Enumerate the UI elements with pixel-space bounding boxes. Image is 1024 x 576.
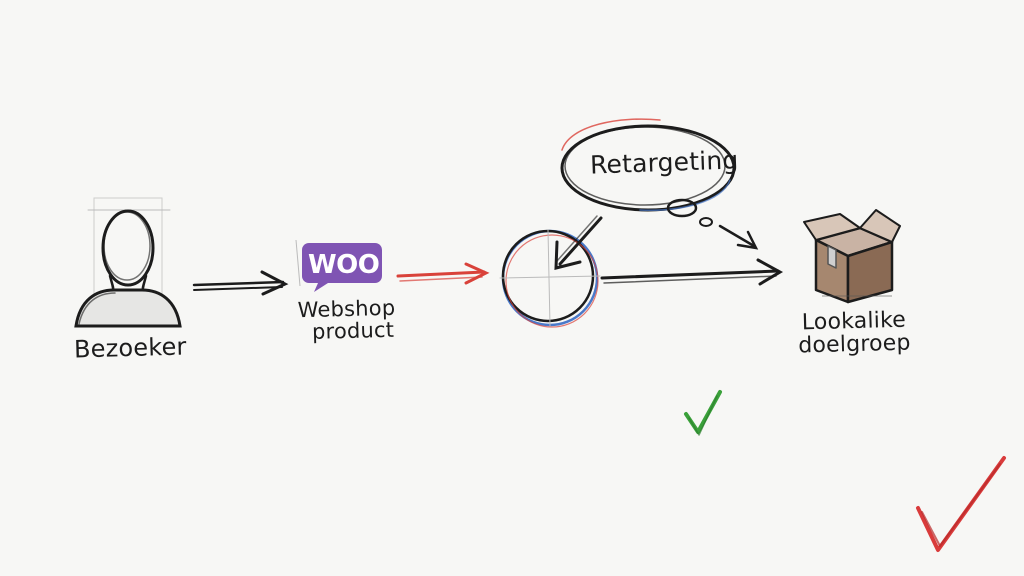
woocommerce-logo (295, 239, 382, 292)
woocommerce-logo-text: WOO (308, 250, 380, 280)
webshop-label: Webshop product (297, 296, 396, 344)
arrow-bubble-to-circle (554, 215, 603, 270)
lookalike-label: Lookalike doelgroep (797, 308, 911, 359)
box-icon (803, 209, 901, 304)
webshop-label-line2: product (311, 317, 395, 344)
green-check-icon (684, 390, 722, 436)
arrow-bubble-to-box (718, 224, 759, 250)
lookalike-label-line2: doelgroep (797, 330, 911, 359)
visitor-label: Bezoeker (73, 332, 187, 364)
person-icon (74, 197, 182, 328)
retargeting-label: Retargeting (589, 145, 739, 180)
circle-target-icon (499, 229, 601, 328)
arrow-visitor-to-webshop (192, 270, 289, 296)
arrow-circle-to-lookalike (600, 258, 784, 286)
thought-bubble-icon (560, 118, 736, 227)
red-check-icon (916, 456, 1006, 552)
arrow-webshop-to-retargeting (396, 262, 490, 285)
